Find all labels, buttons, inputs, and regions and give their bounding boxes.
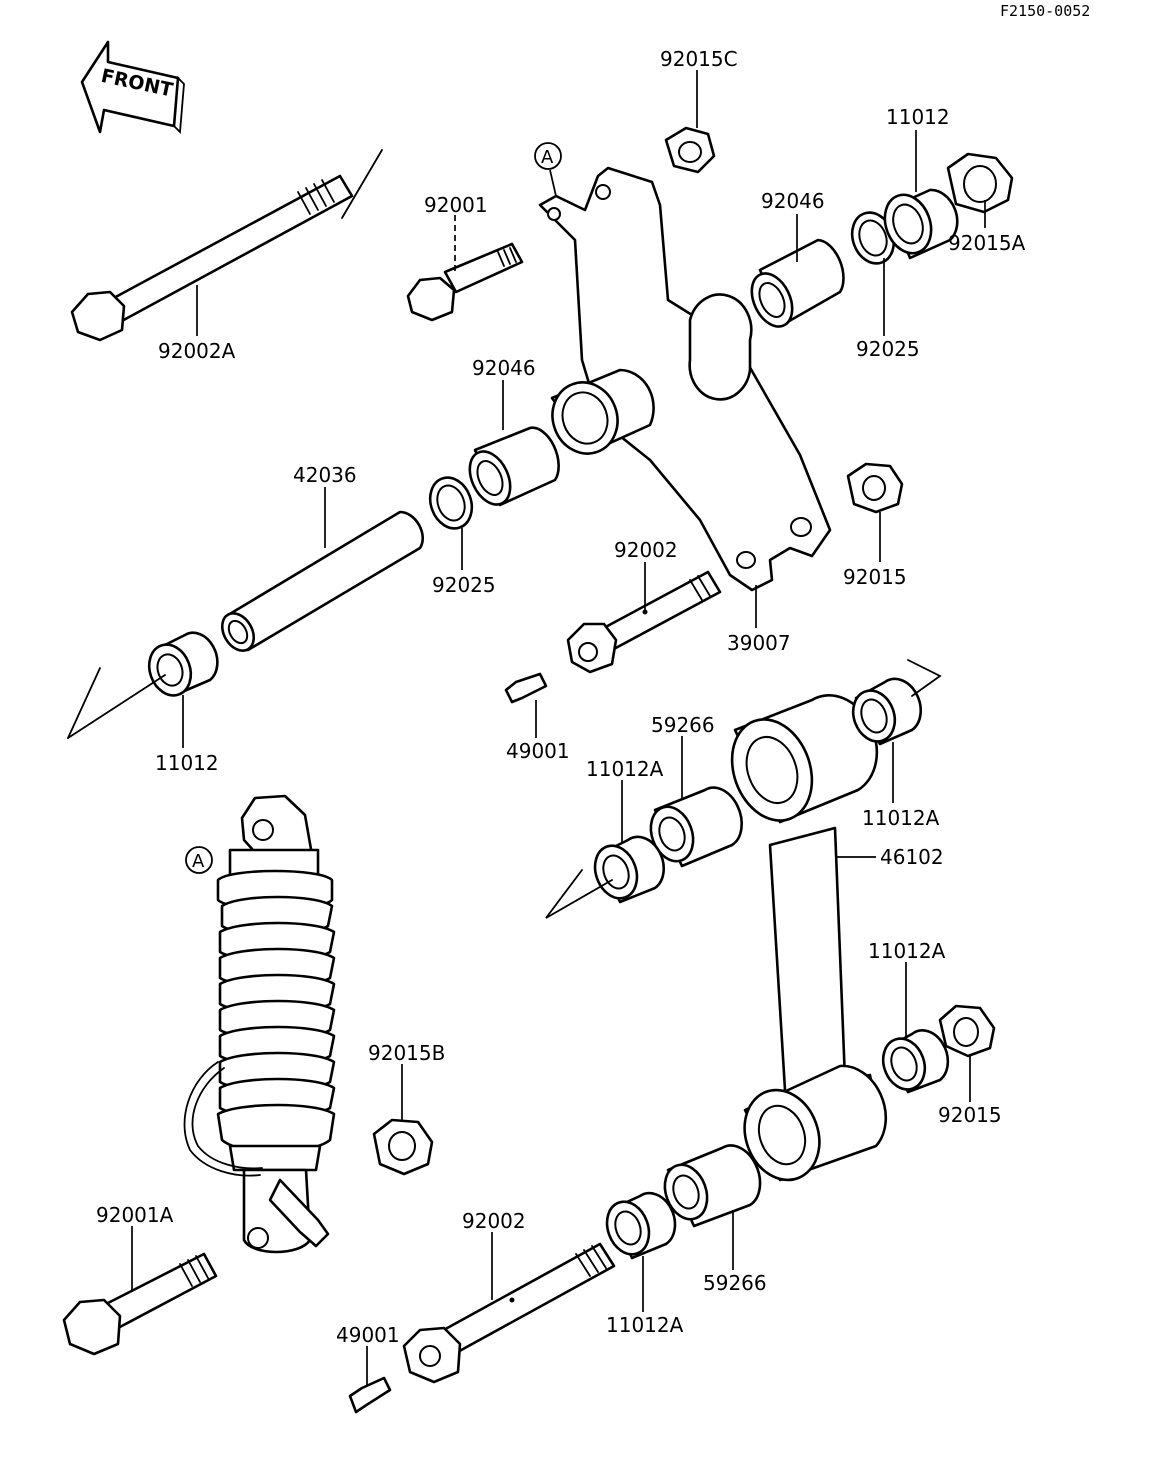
label-42036: 42036 [293,463,357,487]
front-arrow-icon: FRONT [80,40,185,135]
svg-text:A: A [192,851,205,872]
label-92002-lower: 92002 [462,1209,526,1233]
bolt-92001 [406,242,524,322]
nut-92015-right [846,462,904,514]
label-11012-left: 11012 [155,751,219,775]
bushing-11012A-right [851,659,942,746]
label-92046-mid: 92046 [472,356,536,380]
label-92001: 92001 [424,193,488,217]
sleeve-42036 [220,510,425,652]
nut-92015B [372,1118,434,1176]
label-49001-lower: 49001 [336,1323,400,1347]
part-labels: 92015C 11012 92001 92046 92015A 92002A 9… [96,47,1026,1347]
label-11012A-lower: 11012A [868,939,946,963]
nut-92015-lower [938,1004,996,1058]
bolt-92002A [70,149,383,342]
collar-59266-lower [663,1144,762,1228]
leader-lines [131,70,986,1386]
label-92025-left: 92025 [432,573,496,597]
label-49001-upper: 49001 [506,739,570,763]
label-92015-lower: 92015 [938,1103,1002,1127]
bushing-11012-top [883,188,959,260]
svg-text:A: A [541,147,554,168]
reference-mark-top: A [534,142,562,197]
drawing-code: F2150-0052 [1000,2,1090,20]
label-92002-upper: 92002 [614,538,678,562]
label-92015B: 92015B [368,1041,445,1065]
label-92025-right: 92025 [856,337,920,361]
bearing-92046-right [750,238,845,328]
collar-59266-upper [649,786,743,868]
label-11012A-right: 11012A [862,806,940,830]
label-92001A: 92001A [96,1203,174,1227]
label-39007: 39007 [727,631,791,655]
tie-rod-46102 [730,694,888,1182]
bolt-92002-lower [402,1242,616,1384]
shock-absorber [183,794,336,1254]
label-92015C: 92015C [660,47,738,71]
label-11012A-mid: 11012A [586,757,664,781]
nut-92015A [946,152,1014,214]
grease-nipple-49001-upper [504,672,548,704]
label-59266-lower: 59266 [703,1271,767,1295]
label-92015-right: 92015 [843,565,907,589]
bearing-92046-mid [468,426,560,507]
label-92046-top: 92046 [761,189,825,213]
rocker-arm-39007 [538,166,832,592]
bushing-11012-left [67,631,219,739]
grease-nipple-49001-lower [348,1376,392,1414]
bushing-11012A-lower [881,1029,950,1094]
label-46102: 46102 [880,845,944,869]
washer-92025-right [850,211,896,265]
washer-92025-left [428,476,474,530]
bolt-92001A [62,1252,218,1356]
bolt-92002-upper [566,570,722,674]
label-92002A: 92002A [158,339,236,363]
bushing-11012A-bottom [605,1191,677,1260]
nut-92015C [664,126,716,174]
label-92015A: 92015A [948,231,1026,255]
bushing-11012A-mid [545,835,666,919]
label-11012-top: 11012 [886,105,950,129]
reference-mark-shock: A [185,846,213,874]
label-11012A-bottom: 11012A [606,1313,684,1337]
label-59266-upper: 59266 [651,713,715,737]
